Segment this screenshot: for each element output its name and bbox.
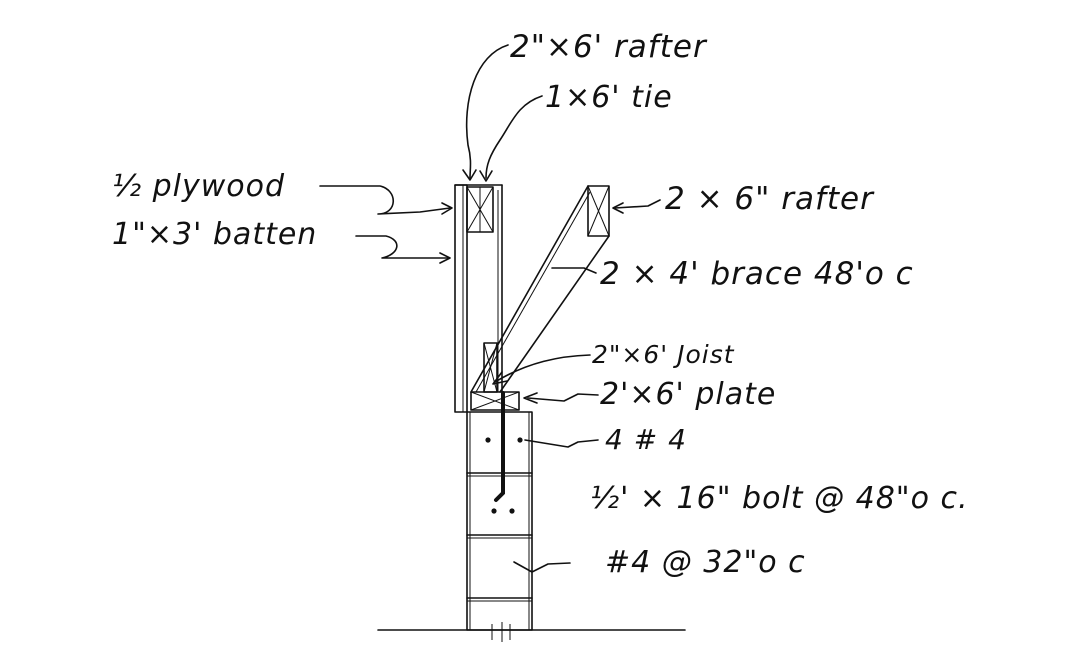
label-rafter-right: 2 × 6" rafter <box>665 181 874 217</box>
rebar-dot <box>509 508 515 514</box>
block-wall <box>466 411 533 631</box>
leader-rebar <box>524 439 599 448</box>
label-plywood: ½ plywood <box>112 169 286 204</box>
leader-batten <box>355 235 449 259</box>
sill-plate <box>470 391 520 411</box>
leader-rafter-top <box>465 44 509 179</box>
arrow-head <box>462 169 477 181</box>
arrow-head <box>441 202 453 215</box>
leader-rafter-right <box>614 199 661 209</box>
label-rafter-top: 2"×6' rafter <box>510 29 707 65</box>
right-rafter <box>587 185 610 237</box>
rebar-dot <box>485 437 491 443</box>
leader-plate <box>527 393 599 402</box>
rebar-dot <box>491 508 497 514</box>
label-rebar: 4 # 4 <box>605 423 687 456</box>
label-batten: 1"×3' batten <box>112 217 318 252</box>
label-joist: 2"×6' Joist <box>592 340 735 369</box>
arrow-head <box>492 371 508 385</box>
brace <box>470 185 610 393</box>
label-plate: 2'×6' plate <box>600 377 777 412</box>
arrow-head <box>523 392 538 404</box>
batten <box>454 184 468 413</box>
label-tie: 1×6' tie <box>545 80 673 115</box>
leader-rebar-spacing <box>513 561 571 573</box>
label-brace: 2 × 4' brace 48'o c <box>600 256 914 292</box>
leader-brace <box>551 267 597 274</box>
label-rebar-spacing: #4 @ 32"o c <box>605 545 806 580</box>
anchor-bolt <box>494 391 505 502</box>
rebar-dot <box>517 437 523 443</box>
leader-joist <box>494 354 591 383</box>
top-rafter <box>466 186 494 233</box>
arrow-head <box>439 252 451 264</box>
arrow-head <box>479 170 493 182</box>
arrow-head <box>612 202 624 214</box>
leader-plywood <box>319 185 451 215</box>
leader-tie <box>485 95 543 179</box>
label-bolt: ½' × 16" bolt @ 48"o c. <box>590 481 969 516</box>
